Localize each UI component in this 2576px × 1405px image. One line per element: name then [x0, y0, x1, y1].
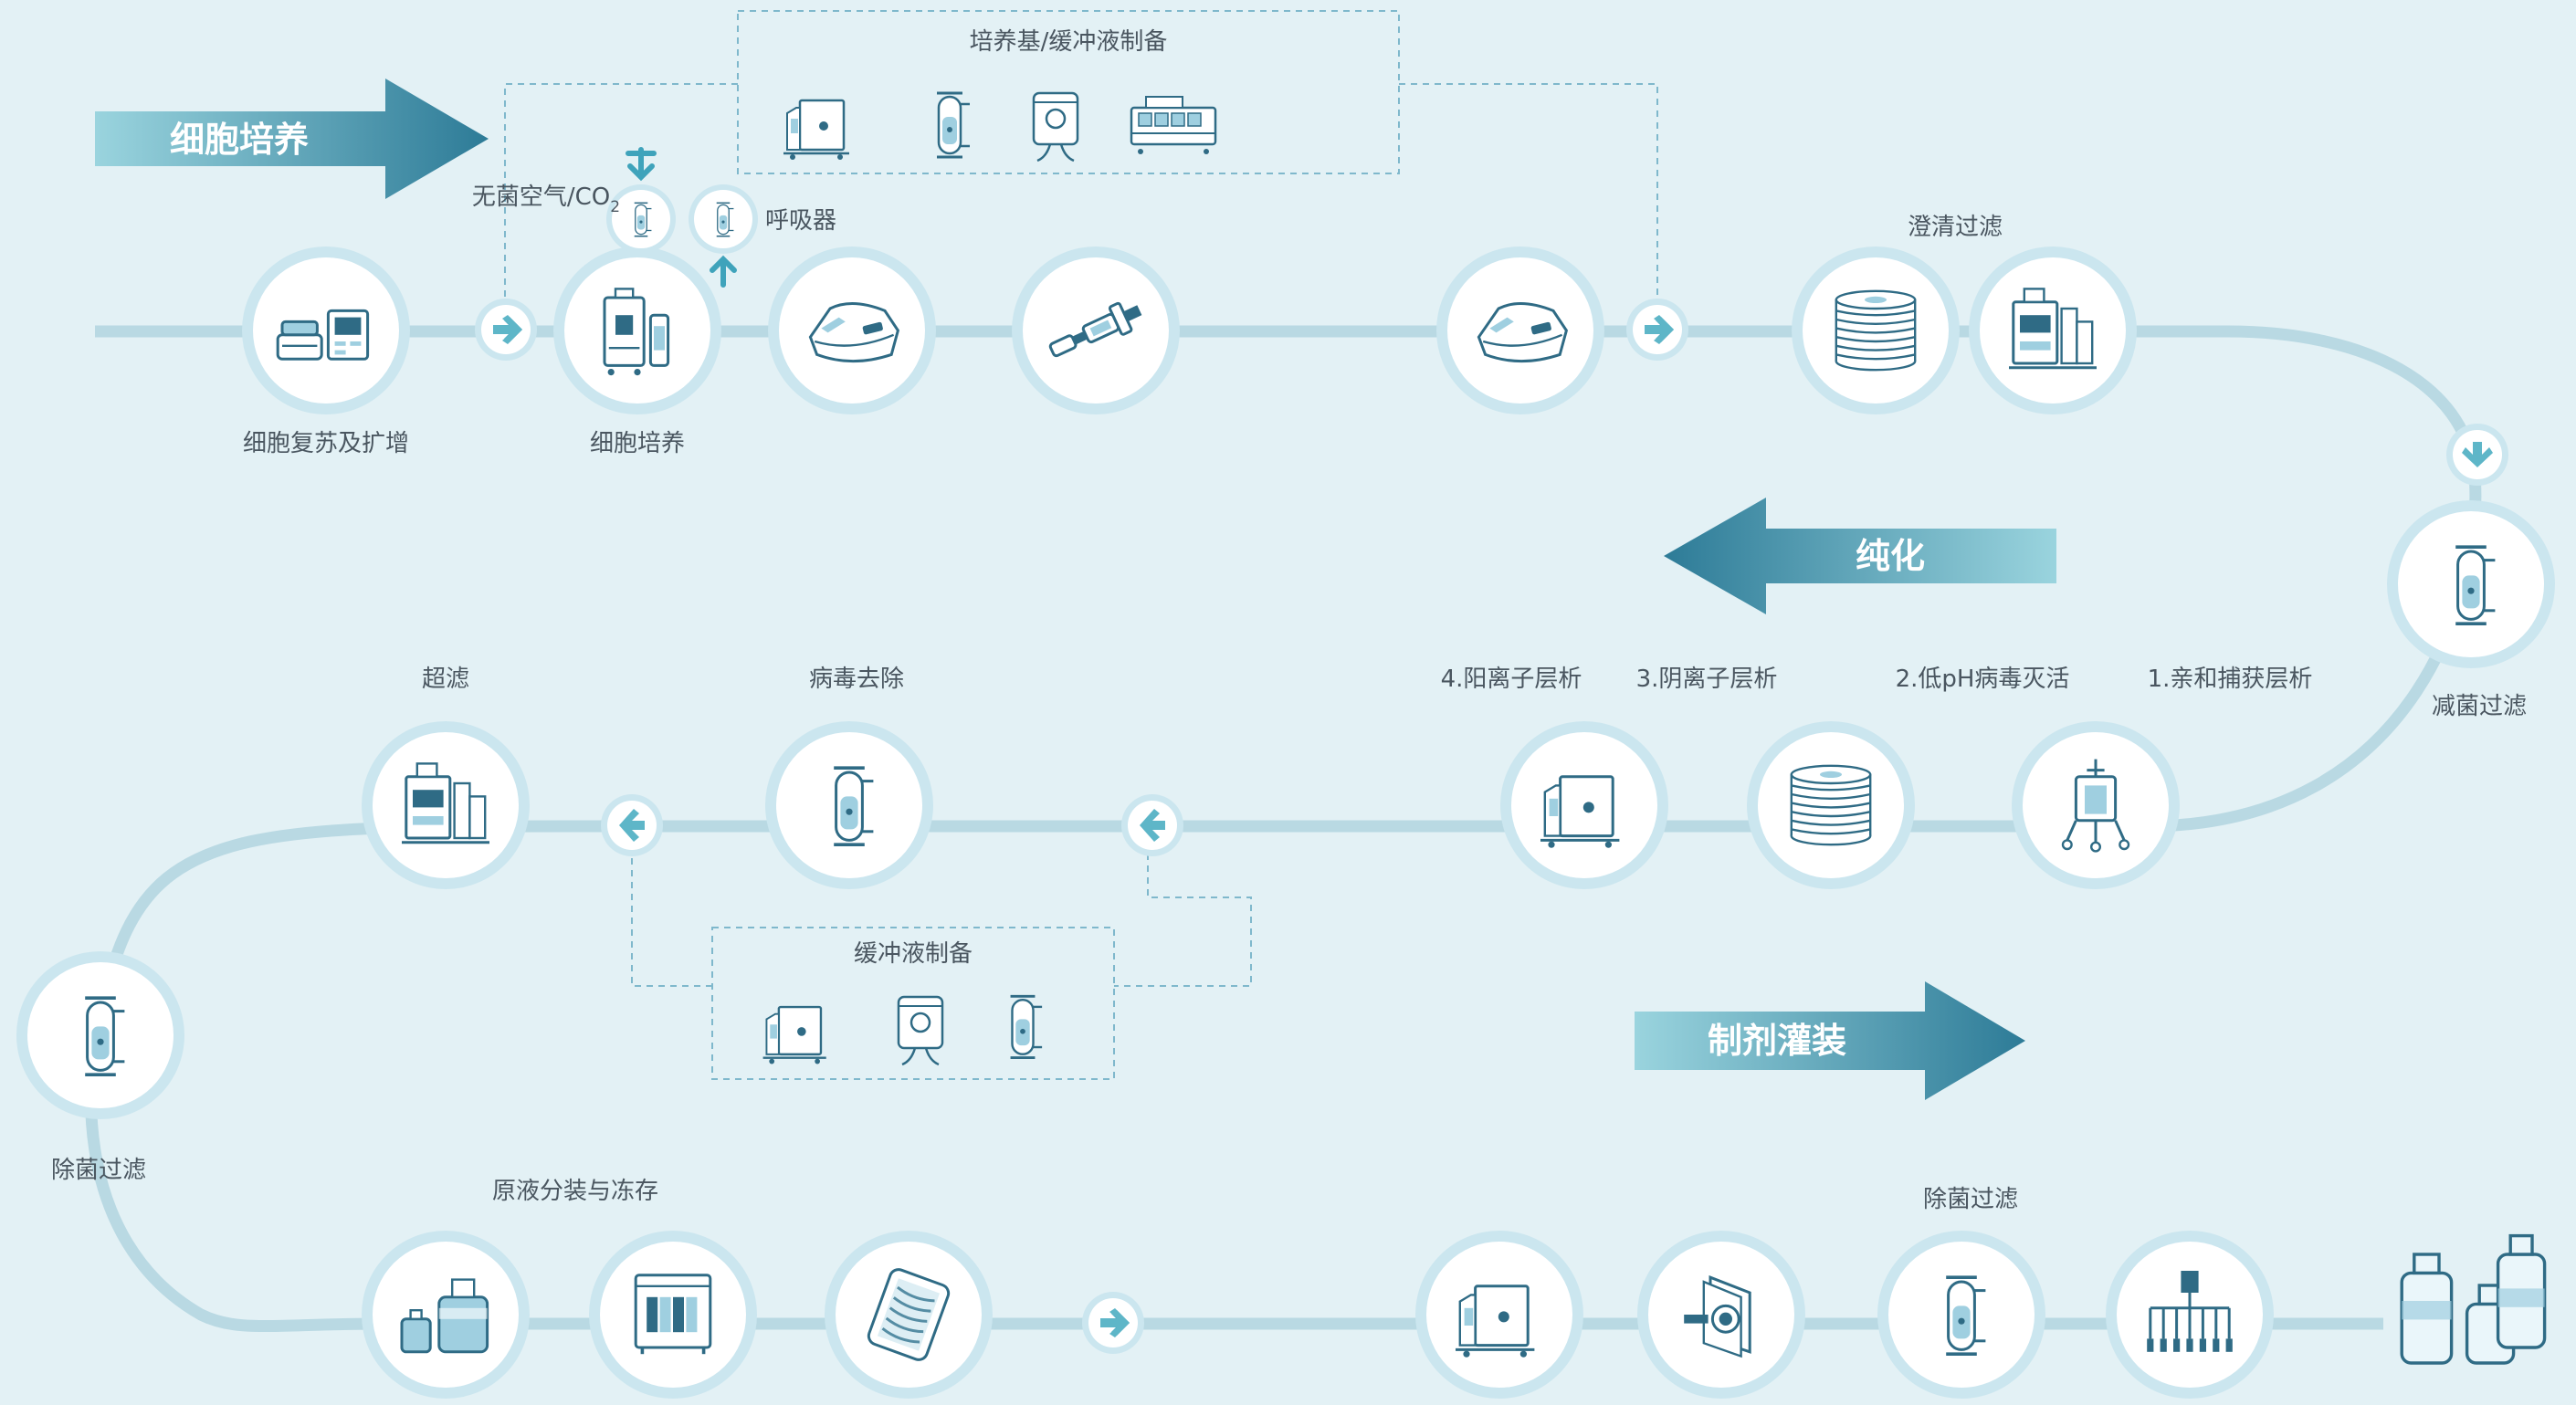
flow-arrow-right-icon — [475, 299, 537, 361]
label-sterilizing-reduction: 减菌过滤 — [2432, 693, 2527, 720]
node-tubing-assembly[interactable] — [1012, 246, 1180, 414]
label-cell-culture-step: 细胞培养 — [590, 430, 685, 457]
label-virus-removal: 病毒去除 — [809, 666, 904, 693]
label-bulk-dispense: 原液分装与冻存 — [492, 1178, 658, 1205]
flow-arrow-right-icon — [1626, 299, 1688, 361]
media-prep-connector — [504, 10, 1658, 329]
node-freezer[interactable] — [589, 1231, 757, 1399]
label-sterile-air: 无菌空气/CO2 — [472, 183, 620, 216]
node-sterile-filtration-bottom[interactable] — [1877, 1231, 2045, 1399]
media-bag-icon — [897, 995, 944, 1066]
node-clarification-system[interactable] — [1969, 246, 2137, 414]
depth-filter-stack-icon — [1790, 764, 1872, 846]
node-cation-exchange[interactable] — [1500, 721, 1668, 889]
node-pump-head[interactable] — [1637, 1231, 1805, 1399]
label-breather: 呼吸器 — [765, 207, 836, 235]
banner-purification: 纯化 — [1664, 498, 2056, 614]
label-step3: 3.阴离子层析 — [1636, 666, 1778, 693]
node-cell-recovery[interactable] — [242, 246, 410, 414]
node-freeze-bag[interactable] — [825, 1231, 993, 1399]
depth-filter-stack-icon — [1835, 289, 1917, 372]
sterile-air-filter[interactable] — [606, 184, 676, 254]
flow-arrow-down-icon — [2446, 424, 2508, 486]
vials-icon — [2400, 1233, 2547, 1365]
node-ultrafiltration[interactable] — [362, 721, 530, 889]
banner-cell-culture: 细胞培养 — [95, 79, 489, 199]
node-single-use-bag-1[interactable] — [768, 246, 936, 414]
label-sterile-filtration-bottom: 除菌过滤 — [1923, 1186, 2018, 1213]
capsule-filter-icon — [935, 91, 972, 159]
banner-formulation-fill-label: 制剂灌装 — [1708, 1021, 1846, 1061]
filling-machine-icon — [1130, 95, 1217, 156]
node-bioreactor[interactable] — [553, 246, 721, 414]
node-depth-filter[interactable] — [1792, 246, 1960, 414]
capsule-filter-icon — [1009, 994, 1044, 1060]
label-step1: 1.亲和捕获层析 — [2148, 666, 2313, 693]
arrow-up-icon — [710, 255, 737, 288]
freezer-cabinet-icon — [634, 1274, 712, 1356]
node-sterilizing-reduction[interactable] — [2387, 500, 2555, 668]
label-cell-recovery: 细胞复苏及扩增 — [243, 430, 409, 457]
mixing-tank-icon — [762, 1005, 827, 1065]
breather-filter[interactable] — [689, 184, 758, 254]
flow-arrow-left-icon — [1121, 794, 1183, 856]
mixing-tank-icon — [782, 99, 851, 162]
buffer-prep-connector — [631, 854, 1252, 1080]
buffer-prep-label: 缓冲液制备 — [854, 940, 973, 968]
media-bag-icon — [1032, 91, 1079, 163]
banner-cell-culture-label: 细胞培养 — [170, 120, 309, 160]
banner-formulation-fill: 制剂灌装 — [1635, 981, 2025, 1100]
flow-arrow-right-icon — [1082, 1292, 1144, 1354]
node-affinity-capture[interactable] — [2012, 721, 2180, 889]
node-single-use-bag-2[interactable] — [1436, 246, 1604, 414]
node-sterile-filtration-left[interactable] — [16, 951, 184, 1119]
label-step2: 2.低pH病毒灭活 — [1896, 666, 2070, 693]
node-fill-tank[interactable] — [1415, 1231, 1583, 1399]
node-virus-removal[interactable] — [765, 721, 933, 889]
label-ultrafiltration: 超滤 — [422, 666, 469, 693]
arrow-down-icon — [626, 147, 657, 182]
node-filling-manifold[interactable] — [2106, 1231, 2274, 1399]
label-sterile-filtration-left: 除菌过滤 — [51, 1157, 146, 1184]
label-clarification: 澄清过滤 — [1908, 214, 2003, 241]
flow-arrow-left-icon — [601, 794, 663, 856]
media-buffer-prep-label: 培养基/缓冲液制备 — [970, 28, 1168, 56]
node-bottles[interactable] — [362, 1231, 530, 1399]
banner-purification-label: 纯化 — [1856, 536, 1925, 576]
label-step4: 4.阳离子层析 — [1441, 666, 1582, 693]
node-anion-exchange[interactable] — [1747, 721, 1915, 889]
